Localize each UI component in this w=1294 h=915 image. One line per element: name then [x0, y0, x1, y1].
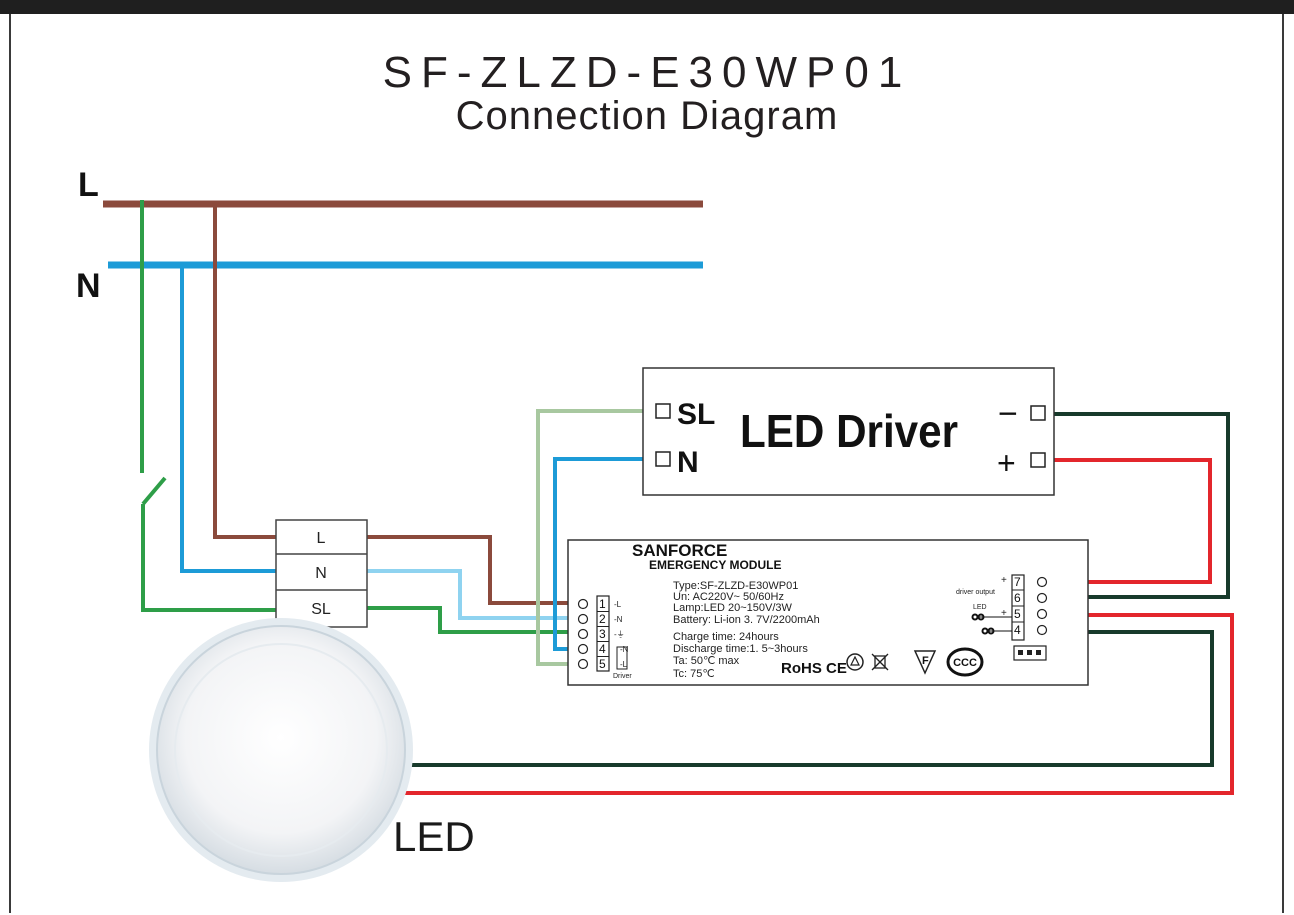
ccc-mark-label: CCC — [953, 657, 977, 669]
switched-live-wire — [141, 504, 276, 612]
left-terminal-screw — [577, 658, 589, 670]
weee-bin-icon — [871, 653, 889, 671]
right-terminal-screw — [1036, 624, 1048, 636]
left-terminal-screw — [577, 598, 589, 610]
spec-line: Charge time: 24hours — [673, 631, 779, 643]
left-terminal-number: 3 — [599, 627, 606, 641]
left-terminal-screw — [577, 628, 589, 640]
driver-plus-label: + — [997, 445, 1016, 481]
driver-n-label: N — [677, 446, 699, 479]
driver-sl-wire — [536, 409, 656, 666]
left-terminal-strip — [596, 595, 610, 672]
left-terminal-number: 2 — [599, 612, 606, 626]
neutral-drop-wire — [180, 265, 276, 573]
led-output-label: LED — [973, 604, 987, 611]
top-bar — [0, 0, 1294, 14]
driver-output-plus: + — [1001, 575, 1007, 586]
spec-line: Battery: Li-ion 3. 7V/2200mAh — [673, 614, 820, 626]
switched-live-out-wire — [367, 606, 583, 634]
neutral-mains-label: N — [76, 267, 101, 305]
right-terminal-number: 6 — [1014, 591, 1021, 605]
terminal-block-l: L — [317, 530, 326, 547]
certification-marks: RoHS CE — [781, 660, 847, 677]
right-terminal-number: 7 — [1014, 575, 1021, 589]
left-terminal-label: -N — [614, 615, 623, 624]
spec-line: Tc: 75℃ — [673, 668, 715, 680]
right-terminal-screw — [1036, 576, 1048, 588]
driver-positive-wire — [1045, 458, 1212, 584]
driver-plus-terminal — [1030, 452, 1046, 468]
led-lamp — [149, 618, 413, 882]
live-mains-label: L — [78, 166, 99, 204]
left-terminal-label: -N — [620, 645, 629, 654]
left-terminal-label: -L — [620, 660, 628, 669]
left-terminal-screw — [577, 613, 589, 625]
right-terminal-screw — [1036, 608, 1048, 620]
page-frame — [9, 14, 1284, 913]
driver-minus-terminal — [1030, 405, 1046, 421]
left-terminal-number: 1 — [599, 597, 606, 611]
driver-title: LED Driver — [740, 405, 958, 457]
led-driver: SL N LED Driver − + — [642, 367, 1055, 496]
driver-bracket — [616, 646, 628, 670]
emergency-module: SANFORCE EMERGENCY MODULE Type:SF-ZLZD-E… — [567, 539, 1089, 686]
driver-n-terminal — [655, 451, 671, 467]
driver-minus-label: − — [998, 395, 1018, 433]
spec-line: Ta: 50℃ max — [673, 655, 740, 667]
driver-sl-terminal — [655, 403, 671, 419]
led-output-plus: + — [1001, 608, 1007, 619]
right-terminal-number: 5 — [1014, 607, 1021, 621]
spec-line: Type:SF-ZLZD-E30WP01 — [673, 580, 798, 592]
diagram-subtitle: Connection Diagram — [455, 94, 839, 138]
recycle-icon — [846, 653, 864, 671]
terminal-block: L N SL — [275, 519, 368, 628]
terminal-block-n: N — [315, 565, 327, 582]
left-terminal-screw — [577, 643, 589, 655]
neutral-module-wire — [367, 569, 583, 620]
driver-negative-wire — [1045, 412, 1230, 599]
right-terminals: 7 6 5 4 — [1012, 575, 1048, 637]
led-negative-wire — [405, 630, 1214, 767]
led-lamp-label: LED — [393, 813, 475, 860]
spec-line: Discharge time:1. 5~3hours — [673, 643, 808, 655]
led-positive-wire — [405, 613, 1234, 795]
left-terminal-number: 4 — [599, 642, 606, 656]
left-terminal-number: 5 — [599, 657, 606, 671]
driver-caption: Driver — [613, 673, 632, 680]
live-drop-wire — [213, 204, 276, 539]
ccc-mark-icon: CCC — [946, 647, 984, 677]
f-mark-icon: F — [913, 650, 937, 675]
spec-line: Lamp:LED 20~150V/3W — [673, 602, 793, 614]
left-terminal-label: -⏚ — [614, 630, 625, 639]
driver-output-label: driver output — [956, 589, 995, 596]
module-product: EMERGENCY MODULE — [649, 558, 781, 572]
module-brand: SANFORCE — [632, 541, 727, 560]
test-switch-connector — [1013, 645, 1047, 661]
right-terminal-screw — [1036, 592, 1048, 604]
wall-switch — [141, 476, 167, 506]
led-connector-icon — [971, 613, 1012, 635]
right-terminal-strip — [1011, 574, 1025, 641]
module-specs: Type:SF-ZLZD-E30WP01 Un: AC220V~ 50/60Hz… — [673, 580, 820, 680]
driver-sl-label: SL — [677, 398, 715, 431]
left-terminals: 1 -L 2 -N 3 -⏚ 4 -N 5 -L — [577, 597, 629, 671]
model-title: SF-ZLZD-E30WP01 — [382, 48, 912, 97]
left-terminal-label: -L — [614, 600, 622, 609]
right-terminal-number: 4 — [1014, 623, 1021, 637]
spec-line: Un: AC220V~ 50/60Hz — [673, 591, 784, 603]
f-mark-label: F — [922, 655, 929, 667]
terminal-block-sl: SL — [311, 601, 331, 618]
